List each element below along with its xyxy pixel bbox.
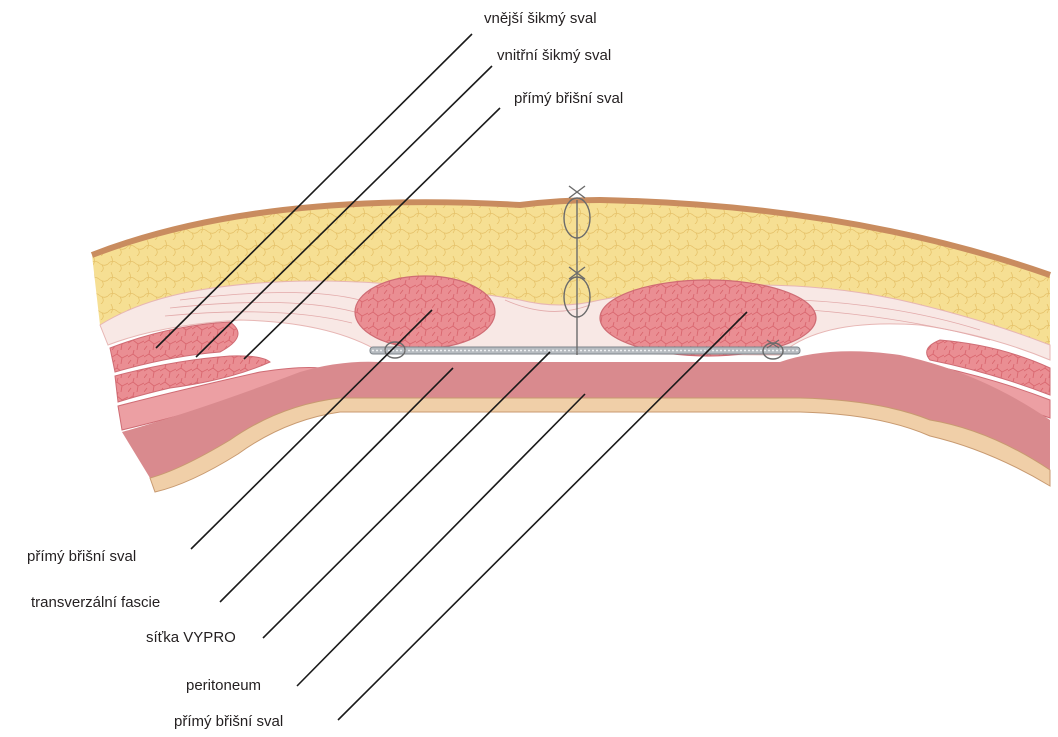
label-rectus-bottom: přímý břišní sval xyxy=(174,713,283,731)
label-rectus-top: přímý břišní sval xyxy=(514,90,623,108)
leader-peritoneum xyxy=(297,394,585,686)
label-internal-oblique: vnitřní šikmý sval xyxy=(497,47,611,65)
label-transversalis-fascia: transverzální fascie xyxy=(31,594,160,612)
rectus-muscle-right xyxy=(600,280,816,356)
label-rectus-left: přímý břišní sval xyxy=(27,548,136,566)
label-external-oblique: vnější šikmý sval xyxy=(484,10,597,28)
label-mesh: síťka VYPRO xyxy=(146,629,236,647)
label-peritoneum: peritoneum xyxy=(186,677,261,695)
rectus-muscle-left xyxy=(355,276,495,348)
